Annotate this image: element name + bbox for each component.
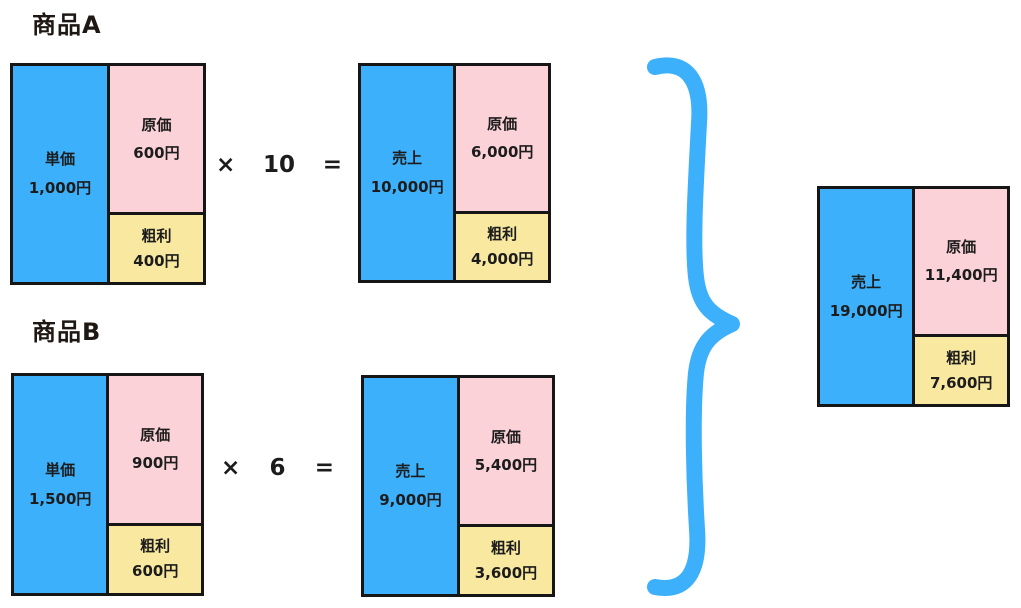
profit-cell: 粗利 400円: [109, 215, 203, 282]
cost-cell: 原価 5,400円: [459, 378, 552, 528]
cost-cell: 原価 6,000円: [456, 66, 548, 214]
cell-value: 1,000円: [28, 179, 92, 197]
cell-label: 粗利: [140, 537, 171, 556]
cell-value: 7,600円: [929, 373, 993, 392]
cell-value: 1,500円: [28, 489, 92, 508]
grand-total-box: 売上 19,000円 原価 11,400円 粗利 7,600円: [817, 186, 1010, 407]
cost-profit-column: 原価 6,000円 粗利 4,000円: [456, 66, 548, 280]
product-a-total-box: 売上 10,000円 原価 6,000円 粗利 4,000円: [358, 63, 551, 283]
cell-label: 売上: [392, 149, 423, 167]
cell-value: 6,000円: [470, 142, 534, 161]
product-a-title: 商品A: [32, 11, 102, 39]
cell-value: 10,000円: [370, 178, 444, 196]
cell-label: 粗利: [946, 348, 977, 367]
cost-cell: 原価 11,400円: [915, 189, 1007, 338]
equals-sign: =: [322, 152, 342, 178]
cell-value: 3,600円: [474, 563, 538, 582]
product-b-total-box: 売上 9,000円 原価 5,400円 粗利 3,600円: [361, 375, 555, 597]
cell-label: 原価: [141, 115, 172, 134]
cost-profit-column: 原価 5,400円 粗利 3,600円: [459, 378, 552, 594]
cell-label: 原価: [140, 425, 171, 444]
cell-value: 11,400円: [924, 266, 998, 285]
cell-label: 売上: [395, 462, 426, 480]
unit-price-cell: 単価 1,500円: [14, 376, 110, 593]
cost-profit-column: 原価 11,400円 粗利 7,600円: [915, 189, 1007, 404]
multiply-sign: ×: [221, 455, 241, 481]
cell-label: 原価: [490, 427, 521, 446]
product-a-unit-box: 単価 1,000円 原価 600円 粗利 400円: [10, 63, 206, 285]
cell-value: 600円: [133, 143, 180, 162]
cell-label: 原価: [946, 238, 977, 257]
cost-cell: 原価 900円: [109, 376, 201, 526]
cell-label: 単価: [44, 150, 75, 168]
sales-cell: 売上 19,000円: [820, 189, 916, 404]
equation-a: × 10 =: [216, 148, 342, 182]
cell-label: 粗利: [487, 224, 518, 243]
equals-sign: =: [314, 455, 334, 481]
right-curly-brace-icon: [647, 57, 740, 596]
quantity-b: 6: [269, 455, 286, 481]
profit-cell: 粗利 7,600円: [915, 337, 1007, 404]
cell-label: 単価: [45, 460, 76, 479]
profit-cell: 粗利 3,600円: [459, 527, 552, 594]
profit-cell: 粗利 4,000円: [456, 213, 548, 280]
cell-value: 900円: [132, 453, 179, 472]
multiply-sign: ×: [216, 152, 236, 178]
cost-cell: 原価 600円: [109, 66, 203, 216]
cell-label: 粗利: [490, 538, 521, 557]
cell-value: 9,000円: [379, 491, 442, 509]
profit-cell: 粗利 600円: [109, 525, 201, 593]
sales-cell: 売上 9,000円: [364, 378, 460, 594]
equation-b: × 6 =: [221, 451, 334, 485]
cost-profit-column: 原価 900円 粗利 600円: [109, 376, 201, 593]
cell-label: 売上: [851, 272, 882, 291]
quantity-a: 10: [262, 152, 295, 178]
cell-label: 原価: [487, 114, 518, 133]
cost-profit-column: 原価 600円 粗利 400円: [109, 66, 203, 282]
cell-value: 400円: [133, 251, 180, 270]
sales-cell: 売上 10,000円: [361, 66, 457, 280]
product-b-unit-box: 単価 1,500円 原価 900円 粗利 600円: [11, 373, 204, 596]
unit-price-cell: 単価 1,000円: [13, 66, 110, 282]
cell-value: 19,000円: [829, 301, 903, 320]
cell-value: 5,400円: [474, 455, 538, 474]
cell-value: 4,000円: [470, 249, 534, 268]
cell-value: 600円: [132, 562, 179, 581]
cell-label: 粗利: [141, 226, 172, 245]
product-b-title: 商品B: [32, 318, 102, 346]
